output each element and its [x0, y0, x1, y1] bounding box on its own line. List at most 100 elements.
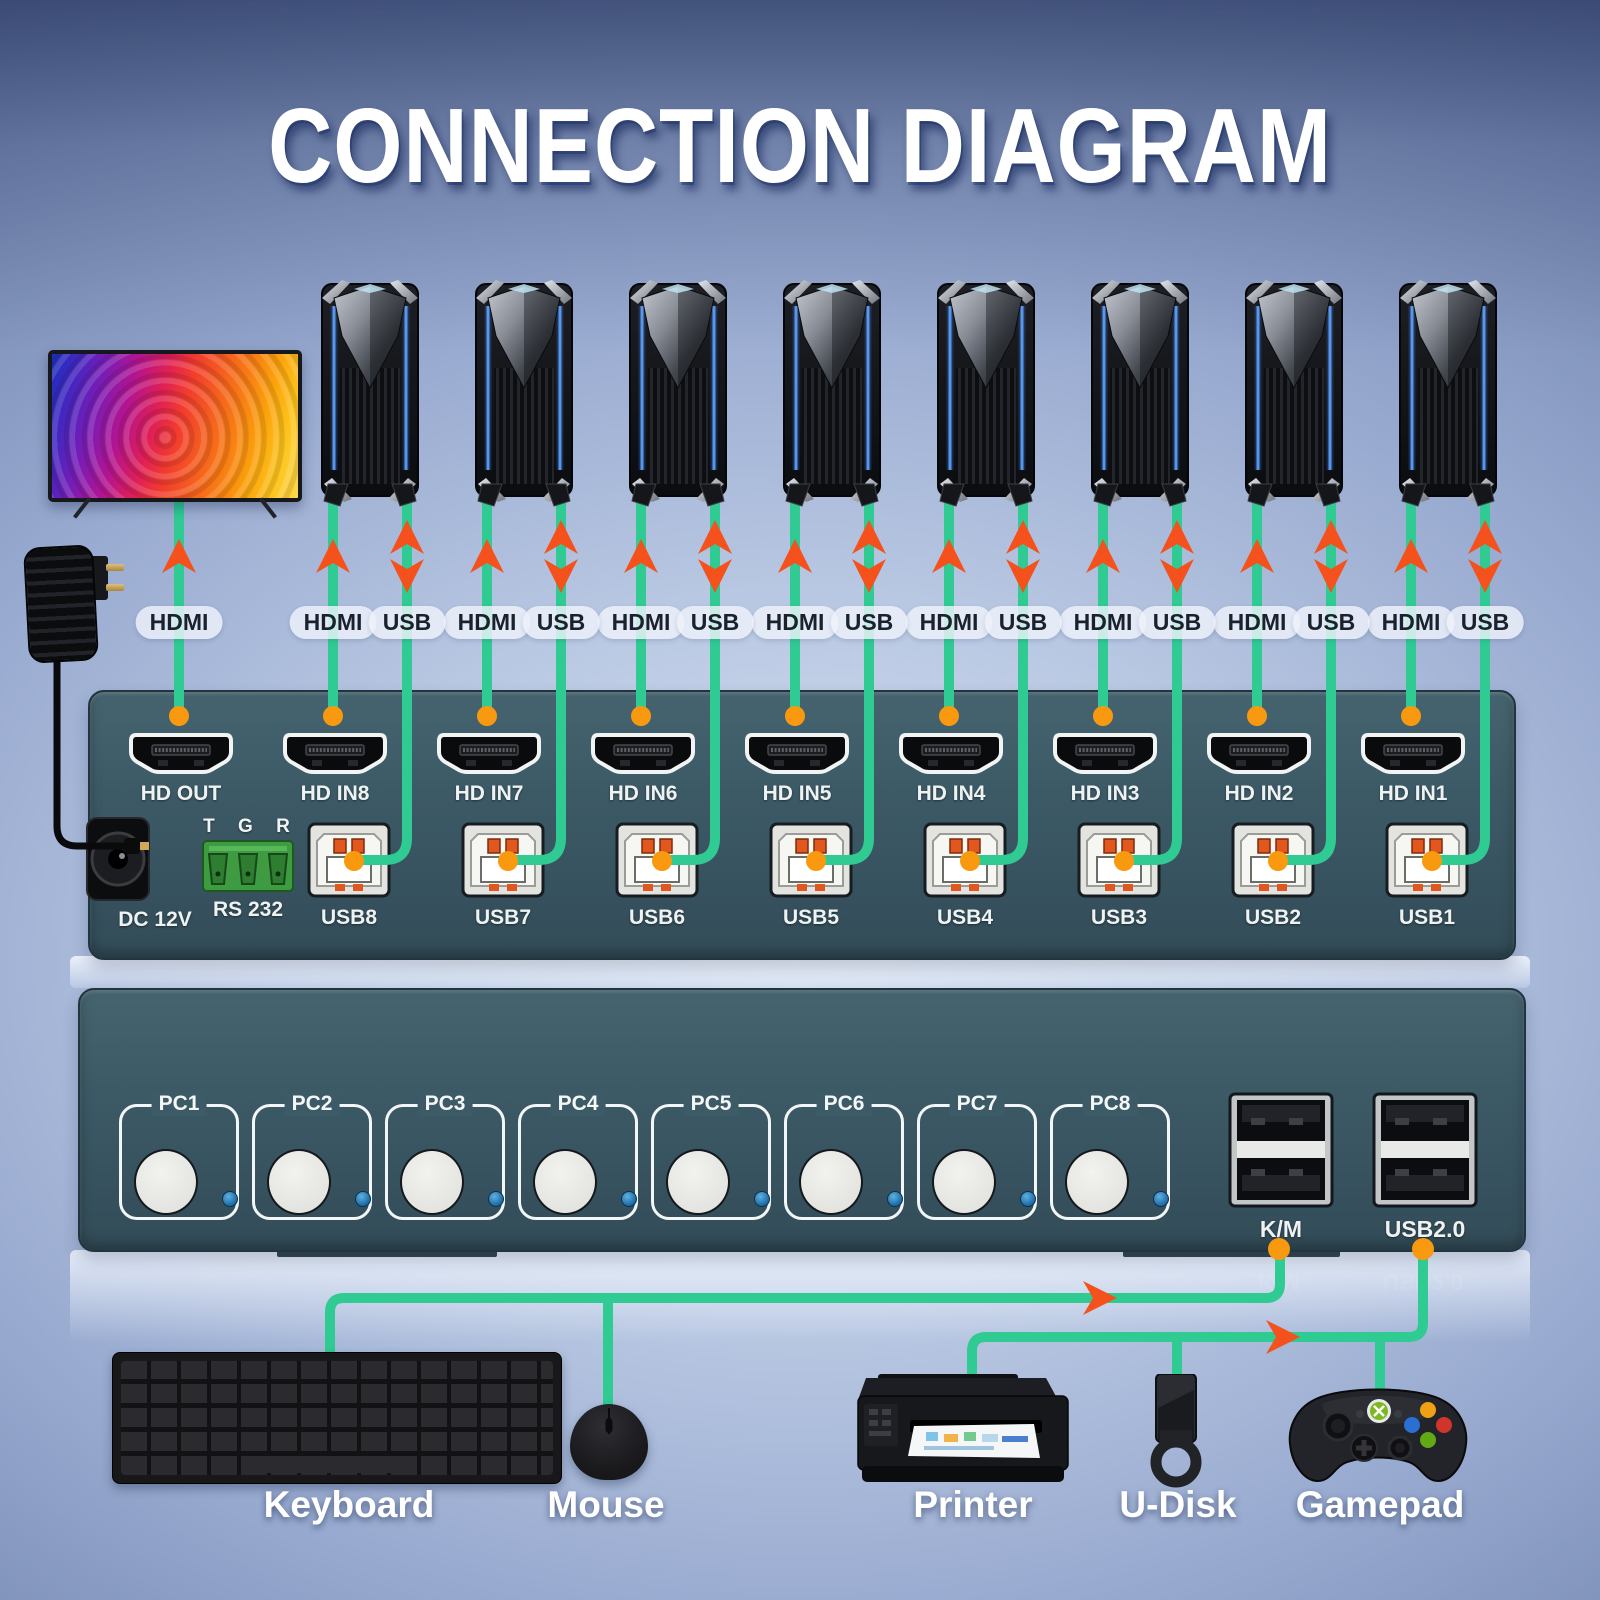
usb-a-dual-port-icon [1227, 1091, 1335, 1209]
page-title: CONNECTION DIAGRAM [268, 87, 1332, 205]
usbb-port-label: USB3 [1090, 906, 1148, 929]
pc-select-button [666, 1149, 730, 1215]
pc-select-group: PC1 [119, 1092, 239, 1220]
usbb-port-group: USB4 [905, 822, 1025, 930]
usb-b-port-icon [923, 822, 1007, 898]
pc-led-indicator [887, 1191, 903, 1207]
kvm-front-panel: PC1 PC2 PC3 PC4 [78, 988, 1526, 1252]
usb-b-port-icon [1077, 822, 1161, 898]
usb-cable-tag: USB [1446, 606, 1524, 639]
pc-select-label: PC2 [284, 1092, 340, 1116]
usbb-port-group: USB8 [289, 822, 409, 930]
pc-select-button [400, 1149, 464, 1215]
udisk-label: U-Disk [1119, 1484, 1237, 1525]
usb-flash-drive [1150, 1374, 1202, 1488]
usbb-port-group: USB3 [1059, 822, 1179, 930]
pc-tower [314, 272, 426, 508]
usbb-port-group: USB5 [751, 822, 871, 930]
usbb-port-group: USB6 [597, 822, 717, 930]
usbb-port-group: USB1 [1367, 822, 1487, 930]
dc-label: DC 12V [118, 908, 192, 931]
usb-b-port-icon [769, 822, 853, 898]
pc-select-group: PC4 [518, 1092, 638, 1220]
hdmi-cable-tag: HDMI [751, 606, 839, 639]
pc-select-group: PC7 [917, 1092, 1037, 1220]
mouse-label: Mouse [547, 1484, 665, 1525]
front-panel-reflection [70, 1250, 1530, 1342]
usb-a-dual-port-icon [1371, 1091, 1479, 1209]
monitor [48, 350, 302, 519]
hdmi-cable-tag: HDMI [289, 606, 377, 639]
pc-select-button [134, 1149, 198, 1215]
pc-led-indicator [1153, 1191, 1169, 1207]
usb20-port-group: USB2.0 [1360, 1091, 1490, 1243]
printer-label: Printer [913, 1484, 1033, 1525]
usb-b-port-icon [1385, 822, 1469, 898]
hdmi-cable-tag: HDMI [1213, 606, 1301, 639]
panel-gap-reflection [70, 956, 1530, 988]
pc-led-indicator [754, 1191, 770, 1207]
pc-tower [468, 272, 580, 508]
pc-tower [930, 272, 1042, 508]
printer [857, 1374, 1069, 1482]
hdmi-cable-tag: HDMI [135, 606, 223, 639]
usbb-port-label: USB6 [628, 906, 686, 929]
usb-cable-tag: USB [368, 606, 446, 639]
mouse [570, 1404, 648, 1480]
usb20-port-label: USB2.0 [1384, 1216, 1466, 1242]
pc-select-label: PC4 [550, 1092, 606, 1116]
usb-b-port-icon [461, 822, 545, 898]
usb-b-port-icon [615, 822, 699, 898]
pc-led-indicator [355, 1191, 371, 1207]
usbb-port-row: USB8 USB7 USB6 USB5 [90, 692, 1514, 958]
pc-select-label: PC1 [151, 1092, 207, 1116]
pc-tower [1392, 272, 1504, 508]
pc-select-button [799, 1149, 863, 1215]
km-port-group: K/M [1216, 1091, 1346, 1243]
km-label-reflection: K/M [1257, 1269, 1301, 1295]
pc-led-indicator [222, 1191, 238, 1207]
hdmi-cable-tag: HDMI [905, 606, 993, 639]
pc-select-label: PC7 [949, 1092, 1005, 1116]
usb-b-port-icon [307, 822, 391, 898]
pc-button-row: PC1 PC2 PC3 PC4 [80, 990, 1524, 1250]
pc-select-label: PC8 [1082, 1092, 1138, 1116]
pc-led-indicator [488, 1191, 504, 1207]
usb-cable-tag: USB [676, 606, 754, 639]
gamepad-label: Gamepad [1295, 1484, 1465, 1525]
usbb-port-group: USB7 [443, 822, 563, 930]
pc-select-group: PC6 [784, 1092, 904, 1220]
usb20-label-reflection: USB2.0 [1382, 1269, 1464, 1295]
pc-select-label: PC6 [816, 1092, 872, 1116]
pc-led-indicator [621, 1191, 637, 1207]
pc-led-indicator [1020, 1191, 1036, 1207]
usb-cable-tag: USB [1138, 606, 1216, 639]
pc-select-group: PC2 [252, 1092, 372, 1220]
rs232-pins-label: T G R [203, 816, 299, 837]
pc-select-group: PC8 [1050, 1092, 1170, 1220]
pc-select-button [267, 1149, 331, 1215]
pc-select-group: PC5 [651, 1092, 771, 1220]
keyboard-label: Keyboard [263, 1484, 435, 1525]
pc-tower [622, 272, 734, 508]
pc-tower [1238, 272, 1350, 508]
power-adapter [23, 540, 124, 664]
pc-select-label: PC3 [417, 1092, 473, 1116]
hdmi-cable-tag: HDMI [1367, 606, 1455, 639]
pc-select-label: PC5 [683, 1092, 739, 1116]
mouse-scroll-wheel [605, 1418, 613, 1433]
usb-cable-tag: USB [984, 606, 1062, 639]
usbb-port-group: USB2 [1213, 822, 1333, 930]
usbb-port-label: USB4 [936, 906, 994, 929]
hdmi-cable-tag: HDMI [443, 606, 531, 639]
usbb-port-label: USB2 [1244, 906, 1302, 929]
rs232-label: RS 232 [212, 898, 284, 921]
hdmi-cable-tag: HDMI [1059, 606, 1147, 639]
hdmi-port-label: HD OUT [140, 782, 222, 805]
gamepad [1288, 1388, 1468, 1483]
usbb-port-label: USB8 [320, 906, 378, 929]
keyboard-spacebar [263, 1456, 413, 1473]
rs232-terminal-icon [202, 840, 294, 892]
adapter-prong [106, 584, 124, 591]
usbb-port-label: USB5 [782, 906, 840, 929]
